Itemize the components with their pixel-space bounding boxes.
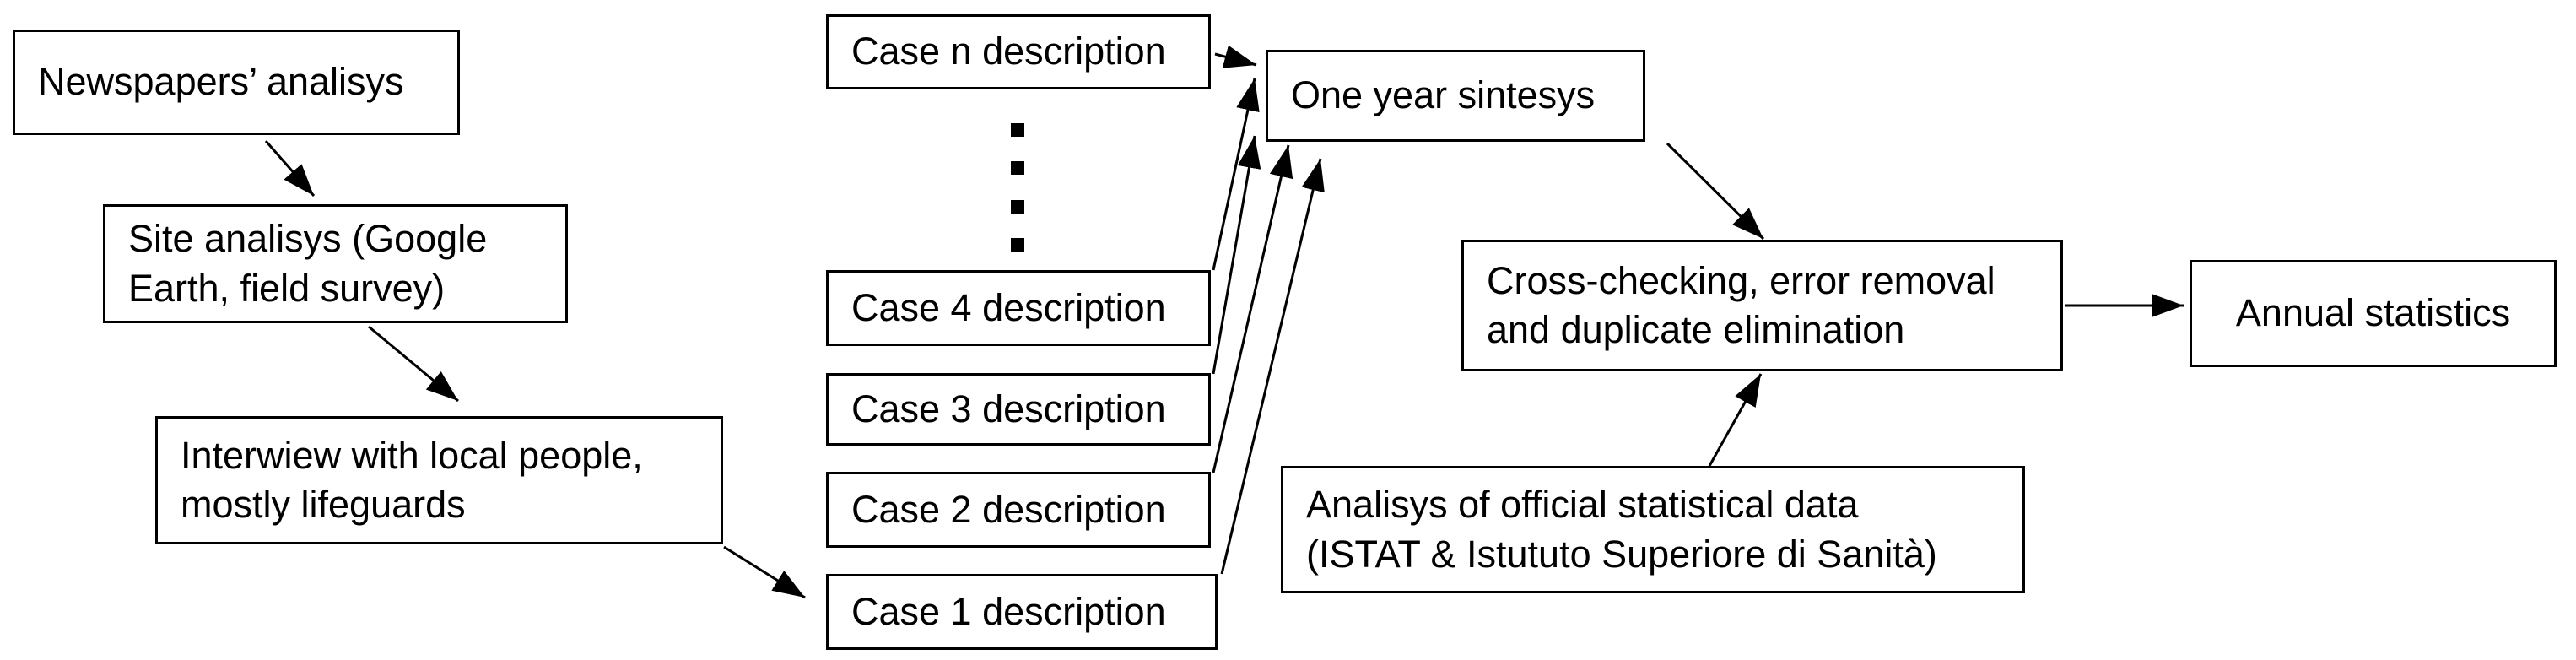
- arrow-case-n-to-one-year: [1214, 45, 1257, 68]
- arrow-site-to-interview: [368, 325, 459, 403]
- node-case-n-description-label: Case n description: [851, 30, 1166, 73]
- node-one-year-synthesis: One year sintesys: [1266, 50, 1645, 142]
- node-case-4-description: Case 4 description: [826, 270, 1211, 346]
- node-annual-statistics-label: Annual statistics: [2235, 291, 2511, 335]
- node-cross-checking: Cross-checking, error removal and duplic…: [1461, 240, 2063, 371]
- arrow-case-2-to-one-year: [1212, 144, 1293, 473]
- arrow-case-4-to-one-year: [1212, 78, 1260, 271]
- ellipsis-dot: [1011, 237, 1024, 252]
- node-interview: Interwiew with local people, mostly life…: [155, 416, 723, 544]
- node-case-1-description: Case 1 description: [826, 574, 1218, 650]
- arrow-case-3-to-one-year: [1212, 135, 1261, 375]
- arrow-newspapers-to-site: [264, 140, 316, 197]
- node-case-3-description-label: Case 3 description: [851, 387, 1166, 430]
- arrow-one-year-to-cross-checking: [1666, 142, 1765, 241]
- node-interview-label: Interwiew with local people, mostly life…: [181, 433, 643, 526]
- node-case-3-description: Case 3 description: [826, 373, 1211, 446]
- node-site-analysis-label: Site analisys (Google Earth, field surve…: [128, 217, 488, 310]
- node-official-statistical-data: Analisys of official statistical data (I…: [1281, 466, 2025, 593]
- node-case-4-description-label: Case 4 description: [851, 285, 1166, 329]
- vertical-ellipsis: [1011, 123, 1024, 252]
- node-case-2-description-label: Case 2 description: [851, 487, 1166, 531]
- node-newspapers-analysis-label: Newspapers’ analisys: [38, 60, 404, 104]
- node-official-statistical-data-label: Analisys of official statistical data (I…: [1306, 483, 1937, 576]
- node-newspapers-analysis: Newspapers’ analisys: [13, 30, 460, 135]
- arrow-official-data-to-cross-checking: [1708, 373, 1763, 467]
- arrow-interview-to-case-1: [723, 545, 806, 599]
- node-one-year-synthesis-label: One year sintesys: [1291, 73, 1596, 117]
- node-cross-checking-label: Cross-checking, error removal and duplic…: [1487, 258, 1995, 351]
- ellipsis-dot: [1011, 199, 1024, 214]
- ellipsis-dot: [1011, 123, 1024, 137]
- node-annual-statistics: Annual statistics: [2190, 260, 2557, 367]
- node-case-n-description: Case n description: [826, 14, 1211, 89]
- node-case-2-description: Case 2 description: [826, 472, 1211, 548]
- node-case-1-description-label: Case 1 description: [851, 589, 1166, 633]
- ellipsis-dot: [1011, 161, 1024, 176]
- node-site-analysis: Site analisys (Google Earth, field surve…: [103, 204, 568, 323]
